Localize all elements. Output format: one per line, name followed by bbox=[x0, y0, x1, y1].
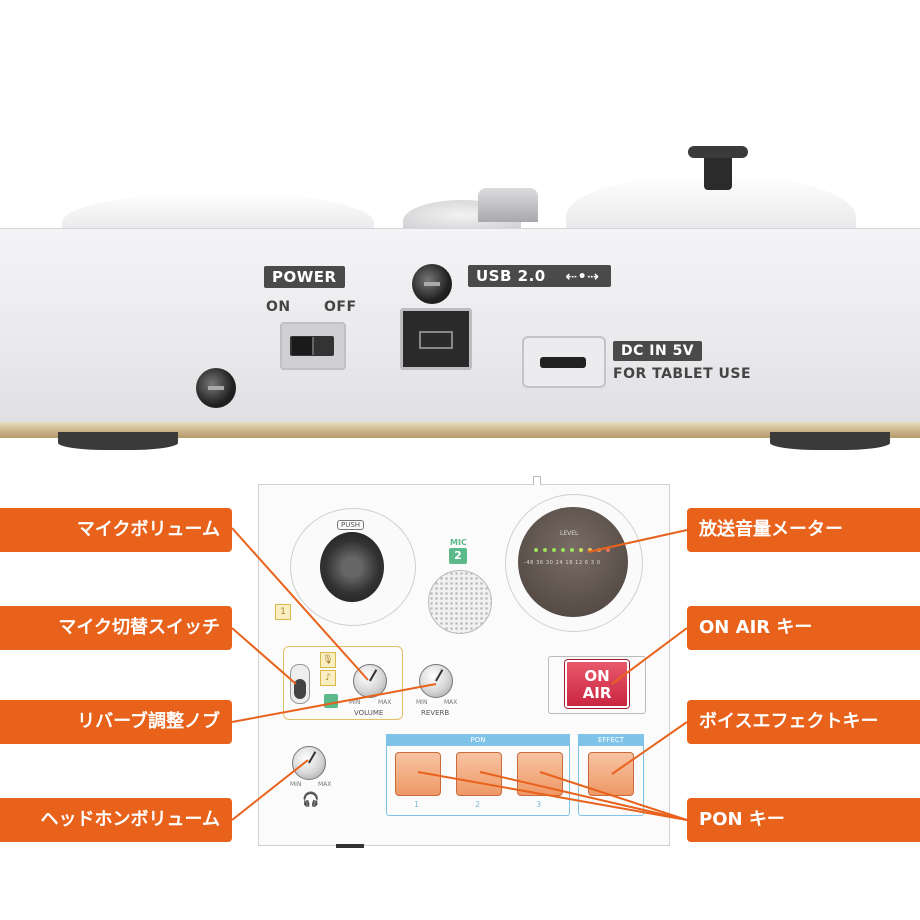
pon-pad-3[interactable] bbox=[517, 752, 563, 796]
off-label: OFF bbox=[324, 299, 357, 315]
power-switch[interactable] bbox=[280, 322, 346, 370]
dc-in-label: DC IN 5V bbox=[613, 341, 703, 361]
reverb-knob[interactable] bbox=[419, 664, 453, 698]
level-leds bbox=[534, 548, 614, 554]
callout-pon-key: PON キー bbox=[687, 798, 920, 842]
pad-number-1: 1 bbox=[414, 800, 420, 809]
reverb-label: REVERB bbox=[421, 709, 450, 717]
kensington-slot bbox=[196, 368, 236, 408]
led bbox=[543, 548, 547, 552]
mic-label: MIC bbox=[450, 538, 467, 547]
right-foot bbox=[770, 432, 890, 450]
callout-mic-switch: マイク切替スイッチ bbox=[0, 606, 232, 650]
pon-pad-2[interactable] bbox=[456, 752, 502, 796]
power-switch-slot bbox=[290, 336, 334, 356]
usb-icon: ⇠•⇢ bbox=[565, 269, 600, 285]
on-air-line-2: AIR bbox=[582, 684, 612, 702]
level-scale: -48 36 30 24 18 12 6 3 0 bbox=[524, 560, 601, 566]
usb-ground-screw bbox=[412, 264, 452, 304]
callout-on-air-key: ON AIR キー bbox=[687, 606, 920, 650]
usb-b-port[interactable] bbox=[400, 308, 472, 370]
effect-pad[interactable] bbox=[588, 752, 634, 796]
volume-label: VOLUME bbox=[354, 709, 384, 717]
headphone-volume-knob[interactable] bbox=[292, 746, 326, 780]
on-label: ON bbox=[266, 299, 291, 315]
reverb-max-label: MAX bbox=[444, 699, 458, 706]
pon-pad-1[interactable] bbox=[395, 752, 441, 796]
callout-mic-volume: マイクボリューム bbox=[0, 508, 232, 552]
effect-header: EFFECT bbox=[578, 734, 644, 746]
callout-voice-effect-key: ボイスエフェクトキー bbox=[687, 700, 920, 744]
micro-usb-frame bbox=[522, 336, 606, 388]
hp-min-label: MIN bbox=[290, 781, 302, 788]
pad-number-2: 2 bbox=[475, 800, 481, 809]
callout-reverb-knob: リバーブ調整ノブ bbox=[0, 700, 232, 744]
on-air-line-1: ON bbox=[584, 667, 610, 685]
callout-level-meter: 放送音量メーター bbox=[687, 508, 920, 552]
pon-header: PON bbox=[386, 734, 570, 746]
led bbox=[552, 548, 556, 552]
level-meter-disc bbox=[518, 507, 628, 617]
xlr-combo-jack[interactable] bbox=[320, 532, 384, 602]
gold-trim bbox=[0, 422, 920, 438]
panel-top-tab bbox=[533, 476, 541, 485]
on-air-frame bbox=[548, 656, 646, 714]
led bbox=[534, 548, 538, 552]
rear-panel-photo: POWER ON OFF USB 2.0 ⇠•⇢ DC IN 5V FOR TA… bbox=[0, 146, 920, 450]
led bbox=[606, 548, 610, 552]
mic-2-indicator bbox=[324, 694, 338, 708]
mic-select-switch[interactable] bbox=[290, 664, 310, 704]
tablet-use-label: FOR TABLET USE bbox=[613, 366, 752, 382]
usb-label: USB 2.0 ⇠•⇢ bbox=[468, 265, 612, 287]
mic-volume-knob[interactable] bbox=[353, 664, 387, 698]
led bbox=[570, 548, 574, 552]
joystick-cap bbox=[688, 146, 748, 158]
power-label: POWER bbox=[264, 266, 345, 288]
usb-b-pins bbox=[419, 331, 453, 349]
mic-2-badge: 2 bbox=[449, 548, 467, 564]
headphone-icon: 🎧 bbox=[302, 792, 320, 808]
push-label: PUSH bbox=[337, 520, 365, 530]
guitar-indicator: ♪ bbox=[320, 670, 336, 686]
reverb-knob-rear bbox=[478, 188, 538, 222]
volume-max-label: MAX bbox=[378, 699, 392, 706]
mic-1-indicator: 🎙 bbox=[320, 652, 336, 668]
volume-min-label: MIN bbox=[349, 699, 361, 706]
led bbox=[561, 548, 565, 552]
pad-number-3: 3 bbox=[536, 800, 542, 809]
reverb-min-label: MIN bbox=[416, 699, 428, 706]
micro-usb-port[interactable] bbox=[540, 357, 586, 368]
mic-select-lever bbox=[294, 679, 306, 699]
callout-headphone-volume: ヘッドホンボリューム bbox=[0, 798, 232, 842]
led bbox=[597, 548, 601, 552]
panel-bottom-tab bbox=[336, 844, 364, 848]
internal-mic-grille bbox=[428, 570, 492, 634]
level-label: LEVEL bbox=[560, 530, 579, 537]
left-foot bbox=[58, 432, 178, 450]
on-air-key[interactable]: ON AIR bbox=[565, 660, 629, 708]
usb-label-text: USB 2.0 bbox=[476, 267, 546, 285]
hp-max-label: MAX bbox=[318, 781, 332, 788]
led bbox=[588, 548, 592, 552]
led bbox=[579, 548, 583, 552]
power-switch-lever bbox=[292, 337, 314, 355]
input-1-badge: 1 bbox=[275, 604, 291, 620]
